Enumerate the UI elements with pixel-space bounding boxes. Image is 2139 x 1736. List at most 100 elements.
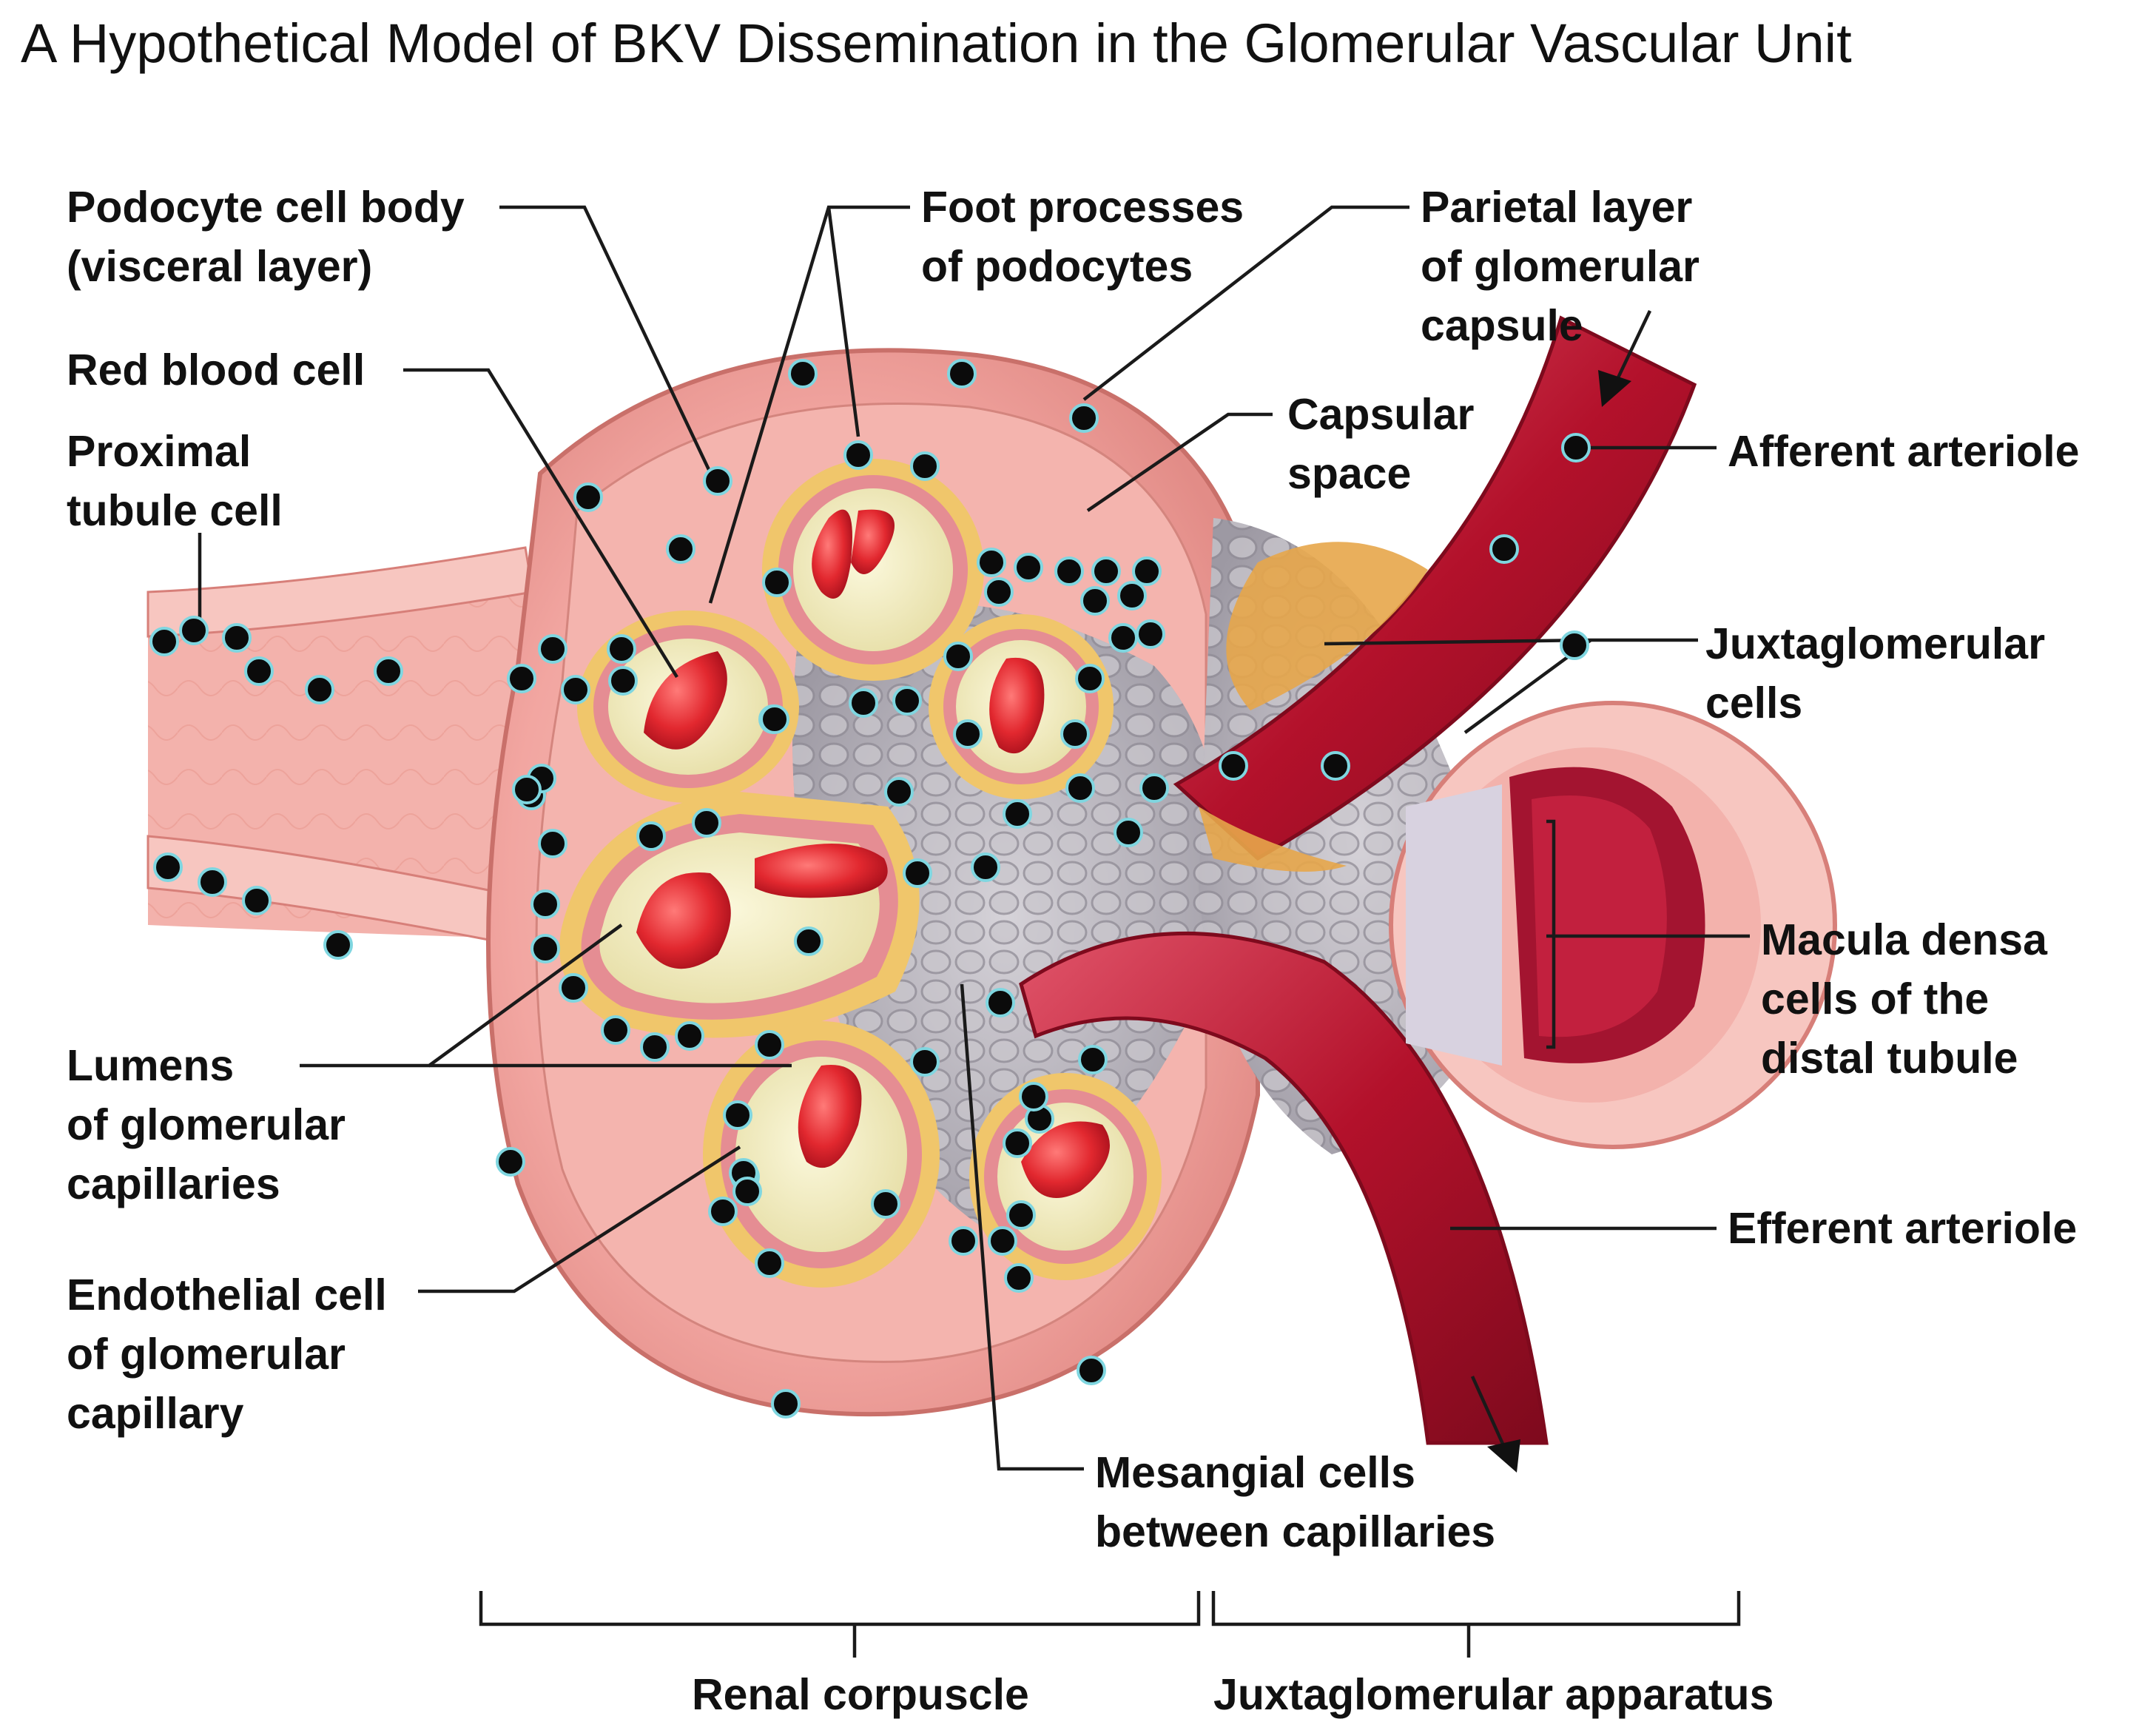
bkv-particle-dot: [1091, 556, 1121, 586]
label-efferent-arteriole: Efferent arteriole: [1728, 1204, 2077, 1253]
bkv-particle-dot: [538, 829, 567, 858]
bkv-particle-dot: [723, 1100, 752, 1130]
bkv-particle-dot: [762, 568, 792, 597]
label-podocyte-cell-body: Podocyte cell body (visceral layer): [67, 183, 465, 291]
bkv-particle-dot: [374, 656, 403, 686]
capillary-loop: [929, 614, 1114, 799]
svg-text:Parietal layer: Parietal layer: [1421, 183, 1692, 232]
bkv-particle-dot: [675, 1021, 704, 1051]
label-mesangial-cells: Mesangial cells between capillaries: [1095, 1448, 1495, 1556]
bkv-particle-dot: [1489, 534, 1519, 564]
svg-text:distal tubule: distal tubule: [1761, 1034, 2018, 1083]
bkv-particle-dot: [244, 656, 274, 686]
bkv-particle-dot: [849, 688, 878, 718]
label-parietal-layer: Parietal layer of glomerular capsule: [1421, 183, 1700, 350]
label-lumens: Lumens of glomerular capillaries: [67, 1041, 346, 1208]
bkv-particle-dot: [949, 1226, 978, 1256]
capillary-tuft: [559, 459, 1162, 1288]
bkv-particle-dot: [179, 616, 209, 645]
bkv-particle-dot: [760, 704, 789, 734]
bkv-particle-dot: [771, 1389, 801, 1419]
bkv-particle-dot: [323, 930, 353, 960]
label-macula-densa: Macula densa cells of the distal tubule: [1761, 915, 2048, 1083]
bkv-particle-dot: [1132, 556, 1162, 586]
section-renal-corpuscle: Renal corpuscle: [692, 1670, 1029, 1719]
bkv-particle-dot: [573, 482, 603, 512]
bkv-particle-dot: [1139, 773, 1169, 803]
bkv-particle-dot: [222, 623, 252, 653]
bkv-particle-dot: [1219, 751, 1248, 781]
bkv-particle-dot: [794, 926, 823, 956]
bkv-particle-dot: [732, 1177, 762, 1206]
bkv-particle-dot: [903, 858, 932, 888]
bkv-particle-dot: [977, 548, 1006, 577]
svg-text:capillaries: capillaries: [67, 1160, 280, 1208]
bkv-particle-dot: [986, 988, 1015, 1017]
bkv-particle-dot: [1065, 773, 1095, 803]
svg-text:Red blood cell: Red blood cell: [67, 346, 365, 394]
leader-lines: [198, 205, 1750, 1658]
bkv-particle-dot: [1080, 586, 1110, 616]
svg-text:cells of the: cells of the: [1761, 975, 1989, 1023]
svg-text:Afferent arteriole: Afferent arteriole: [1728, 427, 2079, 476]
svg-text:of glomerular: of glomerular: [67, 1100, 346, 1149]
svg-text:Capsular: Capsular: [1287, 390, 1475, 439]
bkv-particle-dot: [884, 777, 914, 807]
capillary-loop: [762, 459, 984, 681]
bkv-particle-dot: [636, 821, 666, 851]
bkv-particle-dot: [984, 577, 1014, 607]
bkv-particle-dot: [708, 1197, 738, 1226]
bkv-particle-dot: [1019, 1082, 1048, 1111]
distal-tubule: [1389, 701, 1837, 1149]
efferent-arteriole: [1019, 932, 1549, 1445]
bkv-particle-dot: [1060, 719, 1090, 749]
bkv-particle-dot: [1136, 619, 1165, 649]
bkv-particle-dot: [496, 1147, 525, 1177]
bkv-particle-dot: [755, 1030, 784, 1060]
bkv-particle-dot: [703, 466, 732, 496]
svg-text:tubule cell: tubule cell: [67, 486, 283, 535]
svg-text:Macula densa: Macula densa: [1761, 915, 2048, 964]
bkv-particle-dot: [601, 1015, 630, 1045]
bkv-particle-dot: [1069, 403, 1099, 433]
svg-text:Efferent arteriole: Efferent arteriole: [1728, 1204, 2077, 1253]
bkv-particle-dot: [1003, 799, 1032, 829]
bkv-particle-dot: [153, 852, 183, 882]
svg-text:of podocytes: of podocytes: [921, 242, 1193, 291]
bkv-particle-dot: [305, 675, 334, 704]
bkv-particle-dot: [1114, 818, 1143, 847]
label-foot-processes: Foot processes of podocytes: [921, 183, 1244, 291]
bkv-particle-dot: [530, 889, 560, 919]
svg-text:Lumens: Lumens: [67, 1041, 234, 1090]
svg-text:Proximal: Proximal: [67, 427, 251, 476]
bkv-particle-dot: [538, 634, 567, 664]
bkv-particle-dot: [1078, 1045, 1108, 1074]
bkv-particle-dot: [988, 1226, 1017, 1256]
bkv-particle-dot: [607, 634, 636, 664]
bkv-particle-dot: [1321, 751, 1350, 781]
bkv-particle-dot: [512, 775, 542, 804]
capillary-loop: [703, 1021, 940, 1288]
label-capsular-space: Capsular space: [1287, 390, 1475, 498]
bkv-particle-dot: [947, 359, 977, 388]
bkv-particle-markers: [149, 359, 1591, 1419]
svg-text:Juxtaglomerular: Juxtaglomerular: [1705, 619, 2045, 668]
bkv-particle-dot: [953, 719, 983, 749]
bkv-particle-dot: [1006, 1200, 1036, 1230]
svg-text:capillary: capillary: [67, 1389, 244, 1438]
section-juxtaglomerular-apparatus: Juxtaglomerular apparatus: [1213, 1670, 1773, 1719]
label-proximal-tubule-cell: Proximal tubule cell: [67, 427, 283, 535]
svg-text:between capillaries: between capillaries: [1095, 1507, 1495, 1556]
bkv-particle-dot: [892, 686, 922, 716]
label-red-blood-cell: Red blood cell: [67, 346, 365, 394]
svg-text:Endothelial cell: Endothelial cell: [67, 1271, 387, 1319]
bkv-particle-dot: [871, 1189, 900, 1219]
svg-text:of glomerular: of glomerular: [1421, 242, 1700, 291]
svg-text:Foot processes: Foot processes: [921, 183, 1244, 232]
bkv-particle-dot: [198, 867, 227, 897]
label-afferent-arteriole: Afferent arteriole: [1728, 427, 2079, 476]
bkv-particle-dot: [1075, 664, 1105, 693]
bkv-particle-dot: [559, 973, 588, 1003]
bkv-particle-dot: [910, 1047, 940, 1077]
bkv-particle-dot: [561, 675, 590, 704]
